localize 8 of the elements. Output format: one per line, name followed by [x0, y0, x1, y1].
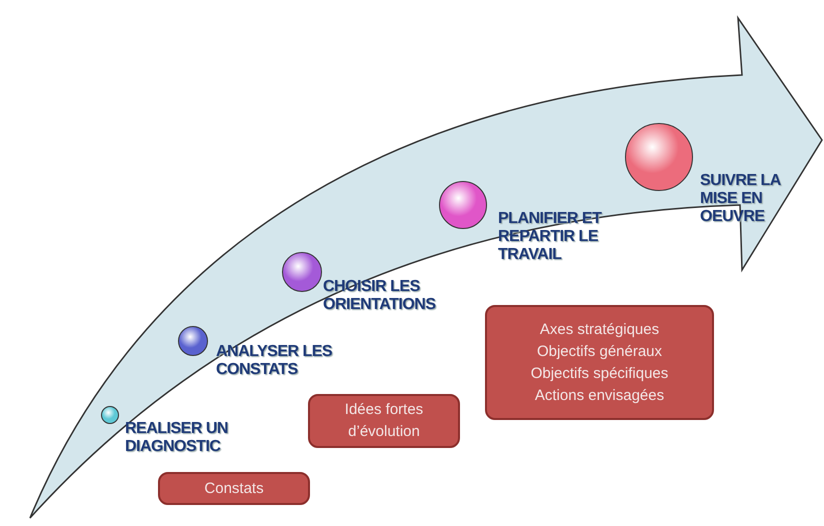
box-text-line: Objectifs généraux [536, 342, 662, 362]
result-box: Idées fortes d’évolution [308, 394, 460, 448]
step-label: REALISER UN DIAGNOSTIC [125, 420, 229, 456]
box-text-line: Actions envisagées [534, 386, 664, 406]
result-box: Constats [158, 472, 310, 505]
result-box [485, 305, 714, 420]
box-text-line: Objectifs spécifiques [530, 364, 668, 384]
box-text-line: Axes stratégiques [540, 320, 660, 340]
